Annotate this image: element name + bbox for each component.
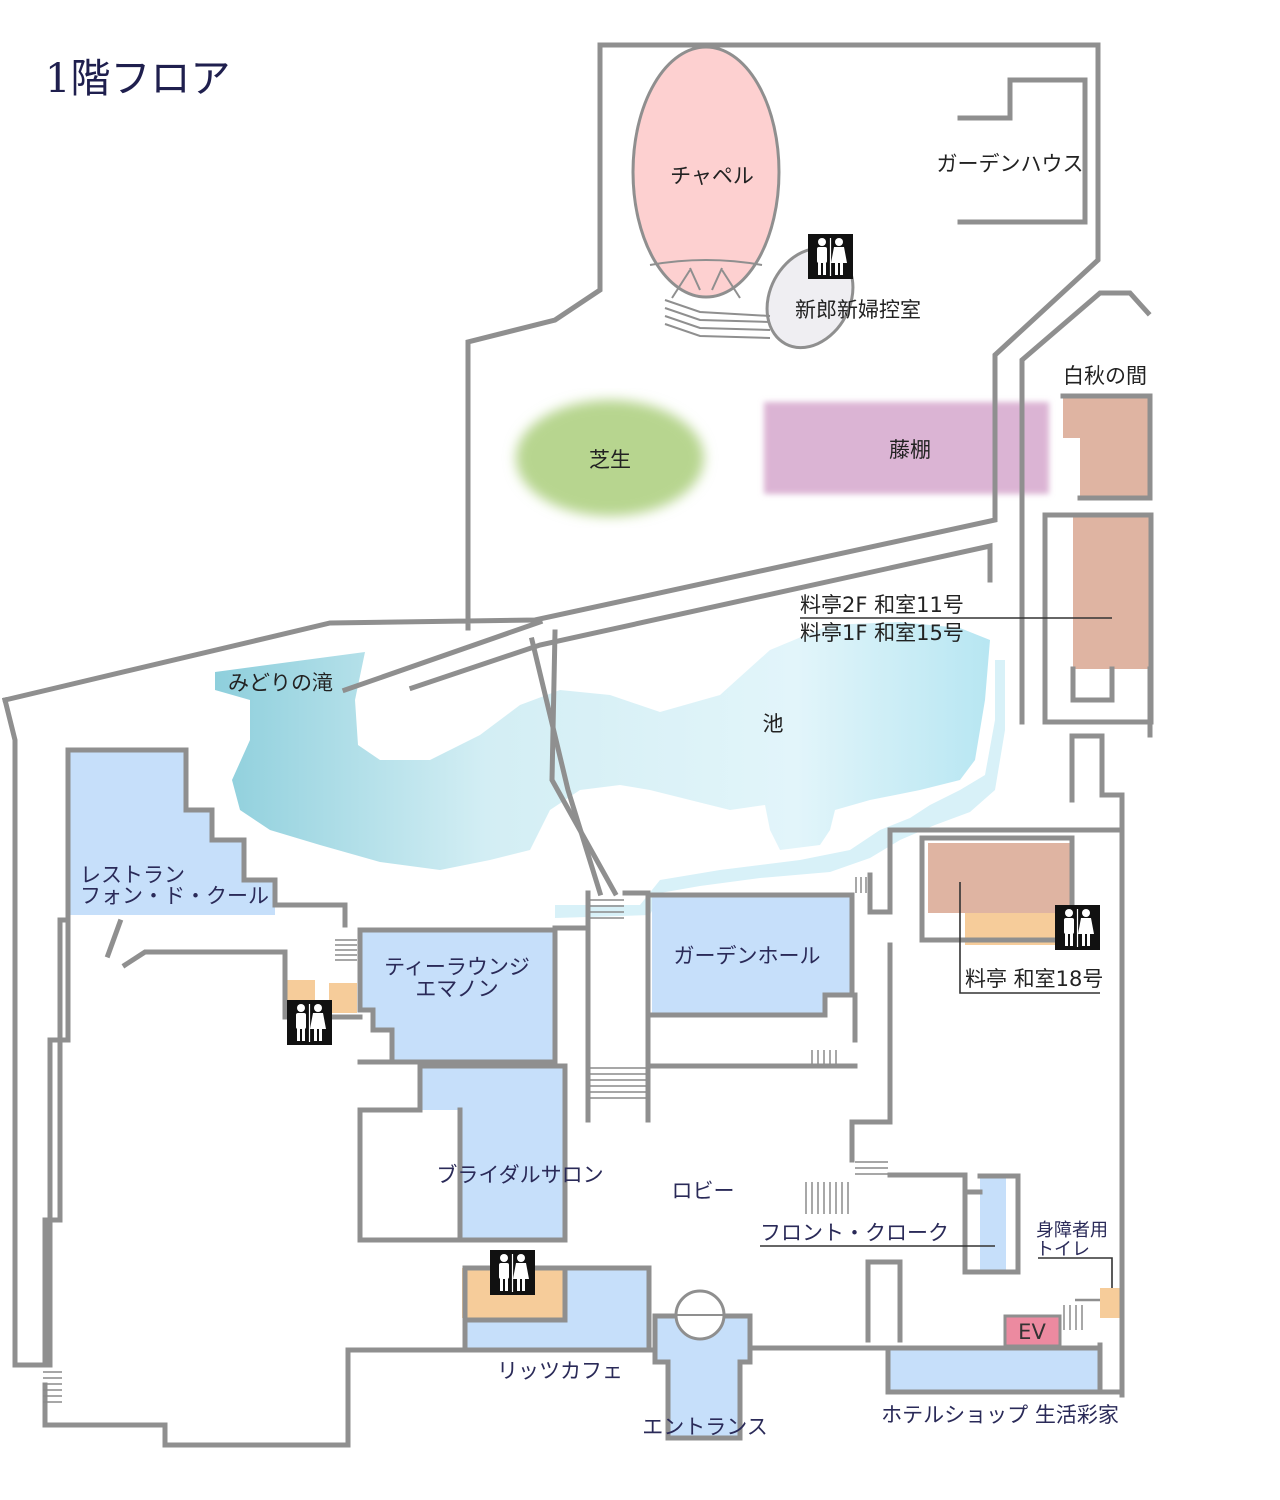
- cloak-room: [980, 1176, 1006, 1270]
- label-bridal-room: 新郎新婦控室: [795, 298, 921, 322]
- stairs-central: [590, 1067, 646, 1099]
- entrance-room: [655, 1316, 750, 1438]
- tea-lounge-room: [360, 930, 555, 1062]
- label-pond: 池: [763, 712, 784, 736]
- label-bridal-salon: ブライダルサロン: [436, 1163, 603, 1187]
- label-wisteria: 藤棚: [889, 438, 931, 462]
- west-restroom-a: [287, 980, 315, 1000]
- label-ryotei-18: 料亭 和室18号: [965, 967, 1103, 991]
- label-garden-house: ガーデンハウス: [937, 152, 1084, 176]
- label-ritz-cafe: リッツカフェ: [497, 1359, 623, 1383]
- label-restaurant-2: フォン・ド・クール: [80, 884, 269, 908]
- west-restroom-b: [329, 983, 357, 1013]
- label-ev: EV: [1018, 1320, 1046, 1344]
- label-garden-hall: ガーデンホール: [674, 944, 821, 968]
- label-lobby: ロビー: [672, 1179, 735, 1203]
- restaurant-room: [68, 750, 275, 915]
- label-entrance: エントランス: [642, 1415, 768, 1439]
- accessible-toilet-room: [1100, 1288, 1120, 1318]
- label-restaurant-1: レストラン: [80, 863, 185, 887]
- pond-area: [215, 622, 990, 870]
- stairs-central-top: [590, 899, 624, 919]
- label-tea-lounge-1: ティーラウンジ: [384, 955, 530, 979]
- stairs-west: [335, 939, 357, 961]
- page-title: 1階フロア: [45, 56, 230, 102]
- hotel-shop-room: [890, 1348, 1100, 1392]
- stairs-ev: [1063, 1305, 1083, 1330]
- ryotei-18-room: [928, 843, 1070, 913]
- bridal-salon-room: [420, 1066, 565, 1240]
- restroom-icon: [287, 1000, 332, 1045]
- garden-hall-room: [652, 895, 852, 1015]
- restroom-icon: [808, 234, 853, 279]
- label-accessible-1: 身障者用: [1036, 1220, 1108, 1241]
- ryotei-18-leader: [959, 882, 1100, 994]
- restroom-icon: [1055, 905, 1100, 950]
- ryotei-building: [1073, 517, 1151, 669]
- label-chapel: チャペル: [670, 164, 754, 188]
- pond-stream: [555, 660, 1005, 918]
- label-front-cloak: フロント・クローク: [760, 1221, 949, 1245]
- chapel-entrance: [649, 259, 771, 339]
- label-tea-lounge-2: エマノン: [415, 977, 498, 1001]
- label-accessible-2: トイレ: [1036, 1239, 1090, 1260]
- accessible-toilet-leader: [1038, 1257, 1113, 1288]
- stairs-garden-hall: [811, 1050, 837, 1064]
- hakushu-room: [1063, 396, 1150, 498]
- label-hotel-shop: ホテルショップ 生活彩家: [881, 1403, 1119, 1427]
- stairs-east-top: [855, 877, 867, 893]
- label-ryotei-1f: 料亭1F 和室15号: [800, 621, 964, 645]
- wisteria-area: [764, 402, 1049, 494]
- stairs-southwest: [43, 1371, 62, 1403]
- label-lawn: 芝生: [589, 448, 631, 472]
- restroom-icon: [490, 1250, 535, 1295]
- label-hakushu: 白秋の間: [1063, 364, 1147, 388]
- lawn-area: [516, 400, 704, 516]
- label-midori-falls: みどりの滝: [228, 671, 333, 695]
- label-ryotei-2f: 料亭2F 和室11号: [800, 593, 964, 617]
- stairs-front: [805, 1161, 888, 1214]
